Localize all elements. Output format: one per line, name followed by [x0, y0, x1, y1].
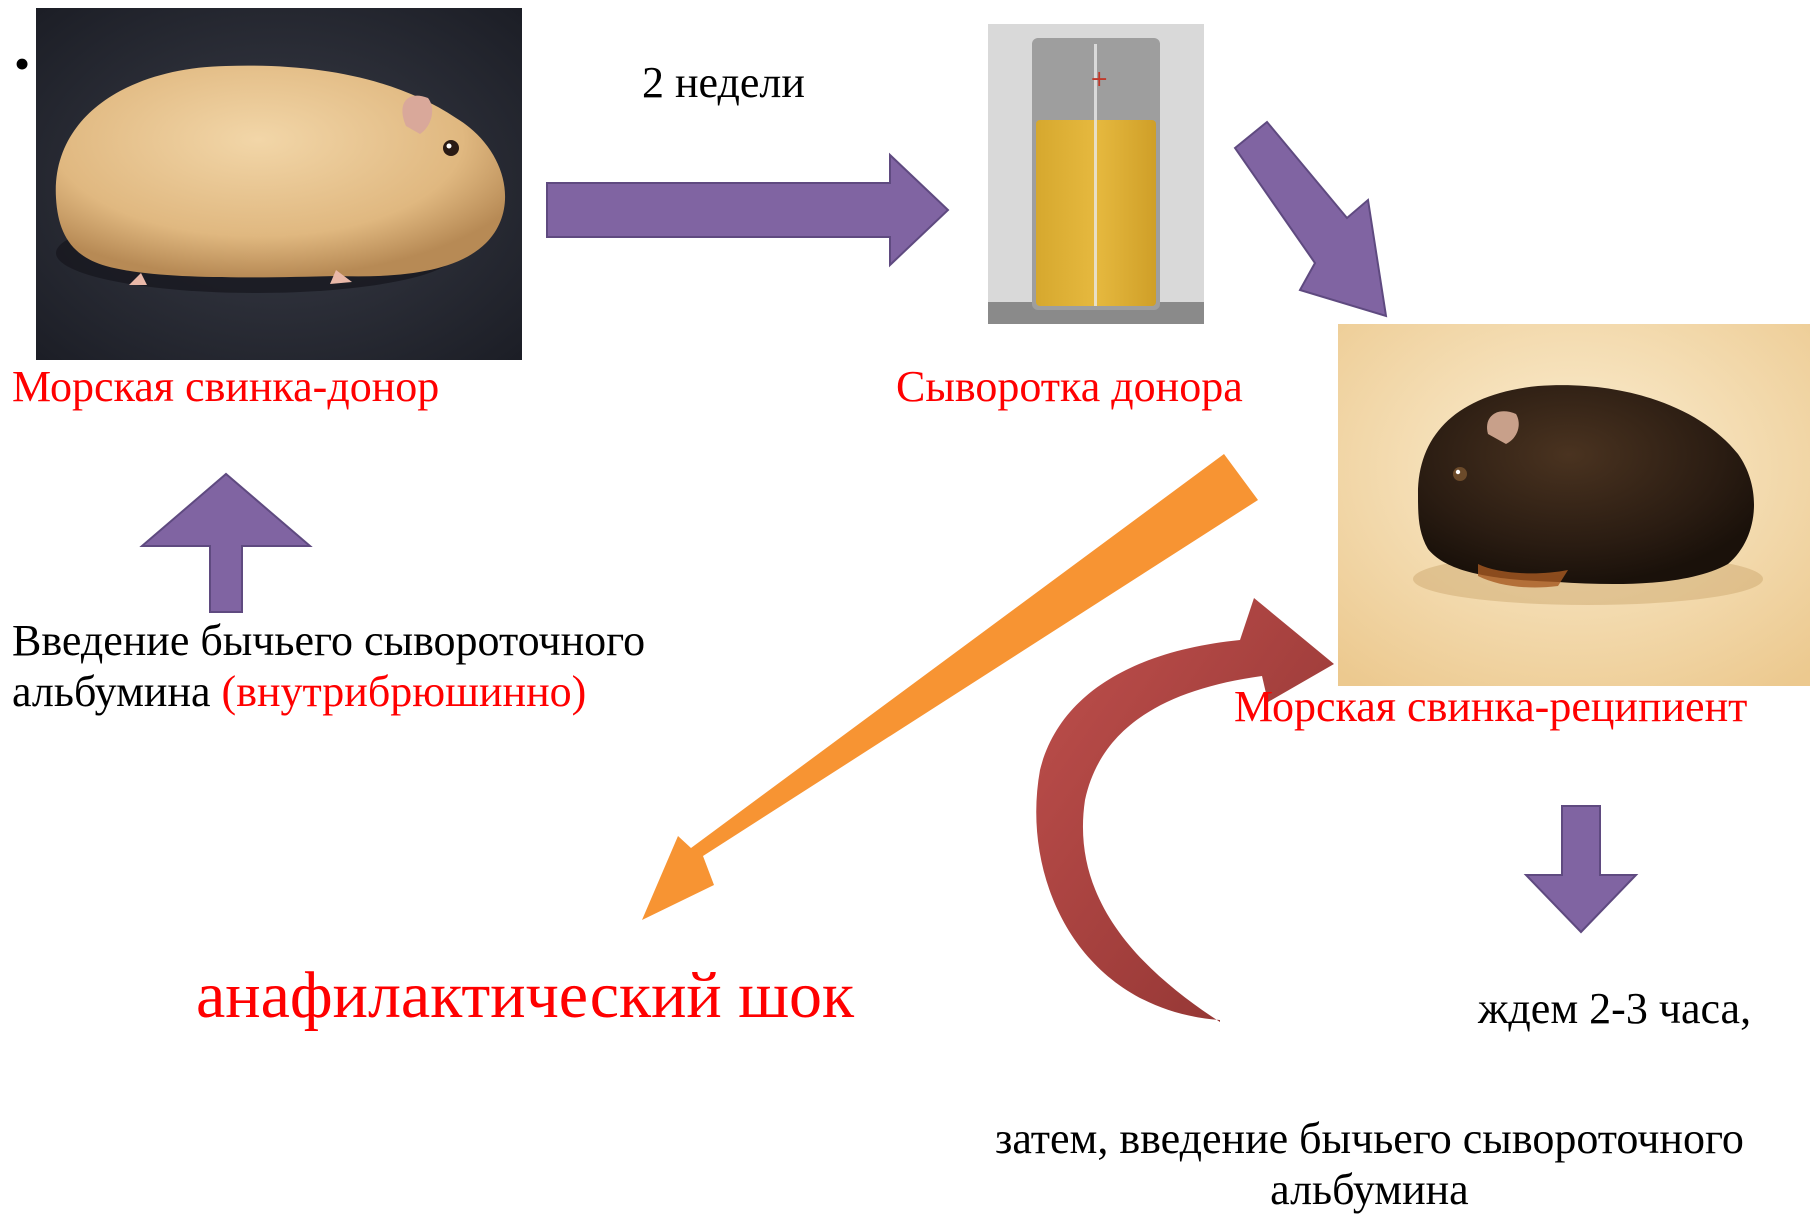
serum-label: Сыворотка донора	[896, 362, 1243, 413]
injection-text: Введение бычьего сывороточного альбумина…	[12, 616, 645, 717]
challenge-text: затем, введение бычьего сывороточного ал…	[995, 1114, 1744, 1215]
donor-label: Морская свинка-донор	[12, 362, 439, 413]
arrow-serum-to-recipient	[1235, 122, 1386, 316]
injection-route: (внутрибрюшинно)	[222, 667, 587, 716]
recipient-label: Морская свинка-реципиент	[1234, 682, 1747, 733]
arrow-donor-to-serum	[547, 155, 948, 265]
duration-label: 2 недели	[642, 58, 805, 109]
injection-line-1: Введение бычьего сывороточного	[12, 616, 645, 667]
injection-line-2-prefix: альбумина	[12, 667, 222, 716]
challenge-line-1: затем, введение бычьего сывороточного	[995, 1114, 1744, 1165]
anaphylactic-shock-label: анафилактический шок	[196, 958, 854, 1034]
arrow-down-wait	[1526, 806, 1636, 932]
injection-line-2: альбумина (внутрибрюшинно)	[12, 667, 645, 718]
challenge-line-2: альбумина	[995, 1165, 1744, 1216]
bullet-marker: •	[14, 38, 30, 91]
curved-arrow-challenge	[1036, 598, 1334, 1022]
wait-label: ждем 2-3 часа,	[1478, 984, 1751, 1035]
arrow-up-injection	[142, 474, 310, 612]
